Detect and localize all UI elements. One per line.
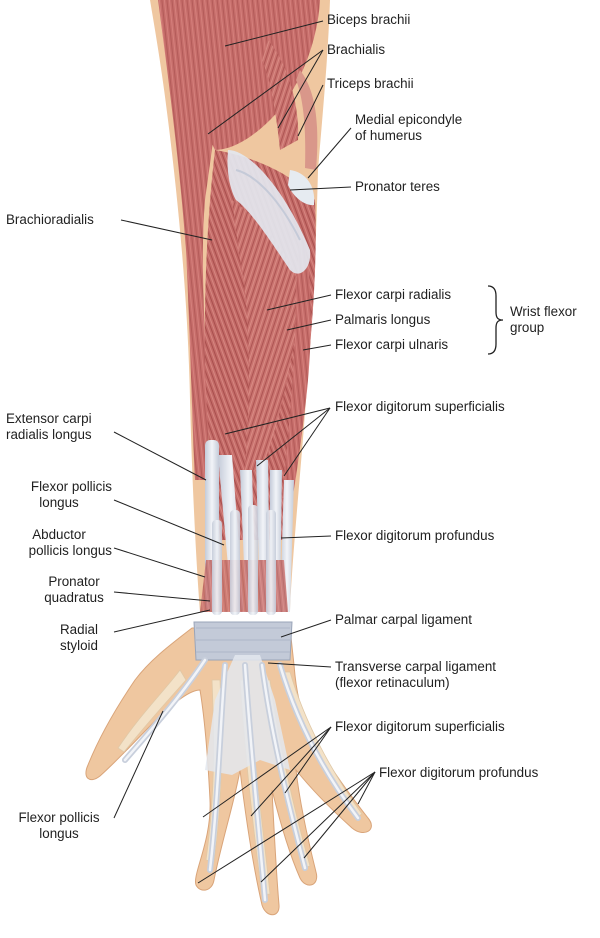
label-biceps-brachii: Biceps brachii	[327, 12, 411, 27]
label-flexor-pollicis-longus-hand: Flexor pollicis longus	[18, 810, 100, 841]
label-medial-epicondyle: Medial epicondyle of humerus	[355, 112, 463, 143]
label-radial-styloid: Radial styloid	[60, 622, 98, 653]
label-palmaris-longus: Palmaris longus	[335, 312, 431, 327]
leader-lines	[113, 20, 376, 884]
biceps-shape	[170, 0, 320, 150]
palmar-carpal-ligament-shape	[193, 621, 293, 661]
label-flexor-digitorum-profundus-hand: Flexor digitorum profundus	[379, 765, 539, 780]
label-flexor-carpi-radialis: Flexor carpi radialis	[335, 287, 452, 302]
label-flexor-digitorum-profundus-forearm: Flexor digitorum profundus	[335, 528, 495, 543]
flexor-carpi-radialis-shape	[232, 200, 300, 470]
flexor-carpi-ulnaris-shape	[282, 230, 311, 500]
medial-epicondyle-shape	[288, 170, 315, 206]
label-palmar-carpal-ligament: Palmar carpal ligament	[335, 612, 472, 627]
label-pronator-teres: Pronator teres	[355, 179, 440, 194]
label-transverse-carpal-ligament: Transverse carpal ligament (flexor retin…	[335, 659, 497, 690]
label-extensor-carpi-radialis-longus: Extensor carpi radialis longus	[6, 411, 92, 442]
triceps-shape	[296, 70, 318, 170]
label-flexor-digitorum-superficialis-hand: Flexor digitorum superficialis	[335, 719, 505, 734]
label-triceps-brachii: Triceps brachii	[327, 76, 414, 91]
label-abductor-pollicis-longus: Abductor pollicis longus	[28, 527, 112, 558]
label-flexor-digitorum-superficialis-forearm: Flexor digitorum superficialis	[335, 399, 505, 414]
label-pronator-quadratus: Pronator quadratus	[44, 574, 104, 605]
label-wrist-flexor-group: Wrist flexor group	[510, 304, 577, 335]
bicipital-aponeurosis	[227, 150, 311, 274]
wrist-flexor-bracket	[487, 285, 504, 355]
label-flexor-carpi-ulnaris: Flexor carpi ulnaris	[335, 337, 449, 352]
label-brachioradialis: Brachioradialis	[6, 212, 94, 227]
label-flexor-pollicis-longus-forearm: Flexor pollicis longus	[30, 479, 112, 510]
label-brachialis: Brachialis	[327, 42, 386, 57]
brachialis-shape	[262, 40, 299, 150]
